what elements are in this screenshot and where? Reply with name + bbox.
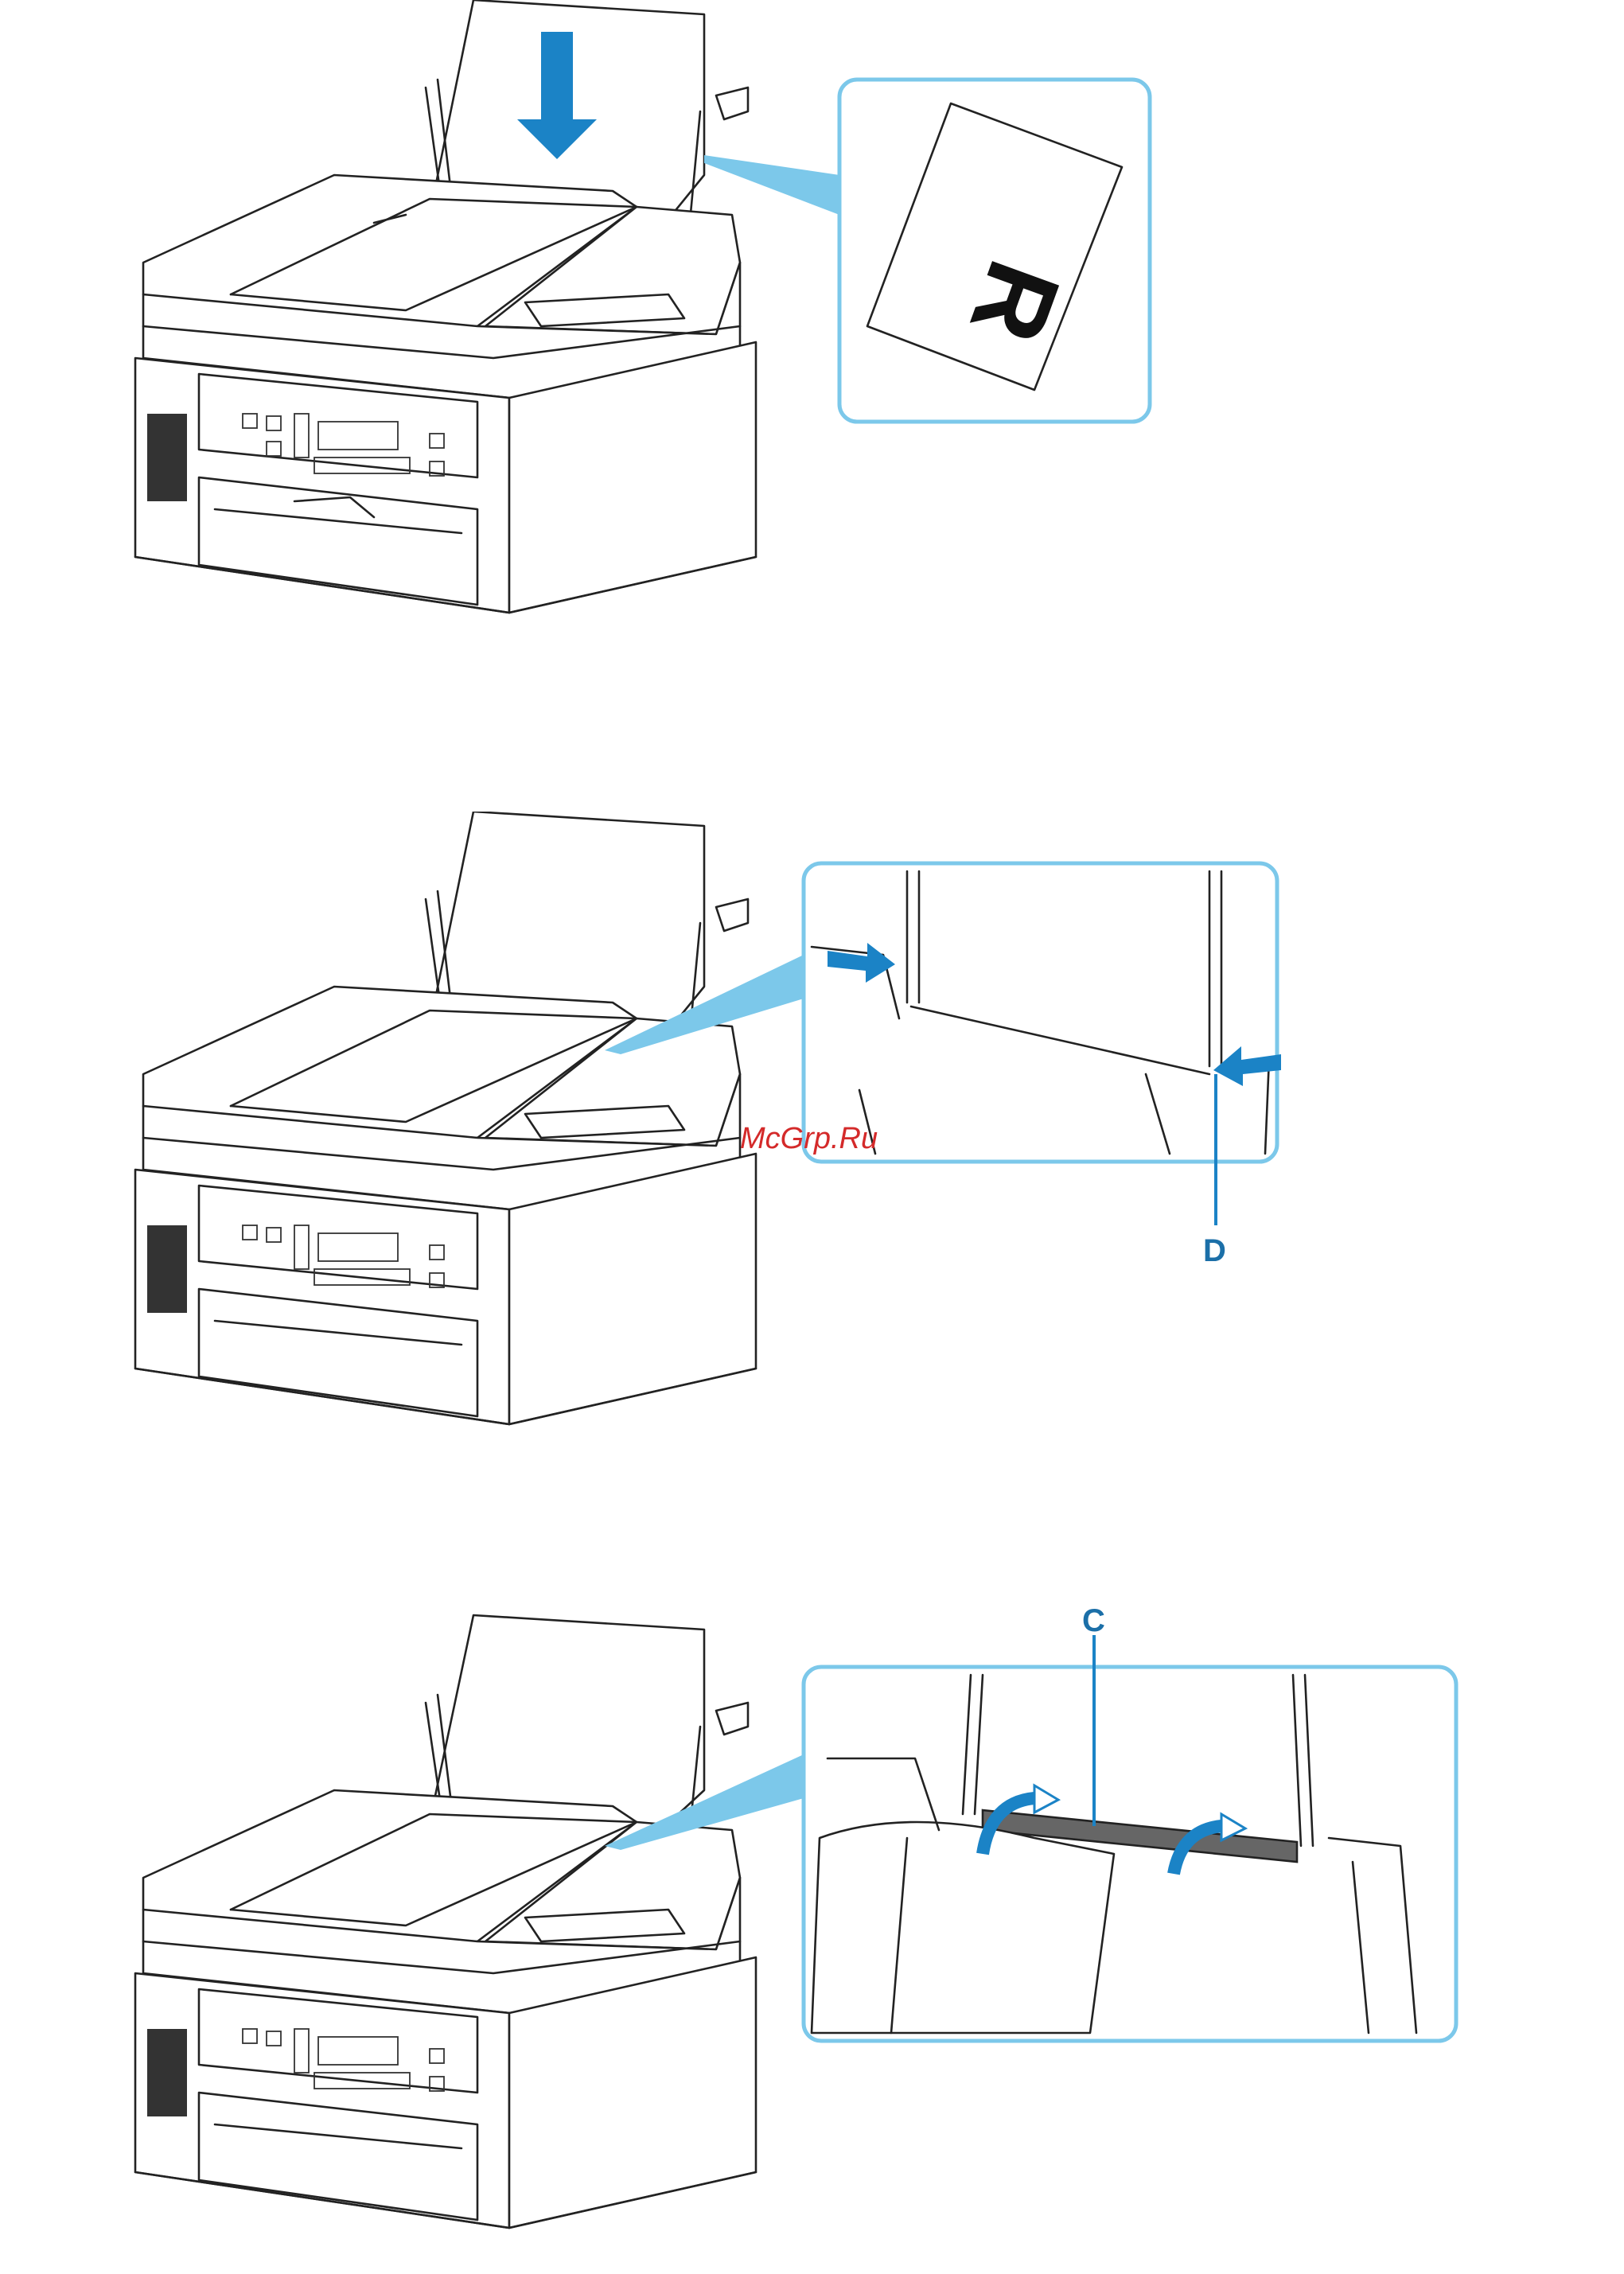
watermark-text: McGrp.Ru: [740, 1122, 878, 1155]
callout-beam: [704, 155, 839, 215]
watermark: McGrp.Ru: [736, 1112, 927, 1160]
ink-tank: [147, 414, 187, 501]
figure-feed-slot-cover: C: [111, 1599, 1496, 2260]
printer-illustration-3: C: [111, 1599, 1496, 2260]
figure-load-paper: R: [111, 0, 1178, 637]
callout-label-d: D: [1203, 1233, 1226, 1268]
callout-label-c: C: [1082, 1603, 1105, 1638]
printer-body: [135, 358, 509, 613]
printer-illustration-1: R: [111, 0, 1178, 637]
